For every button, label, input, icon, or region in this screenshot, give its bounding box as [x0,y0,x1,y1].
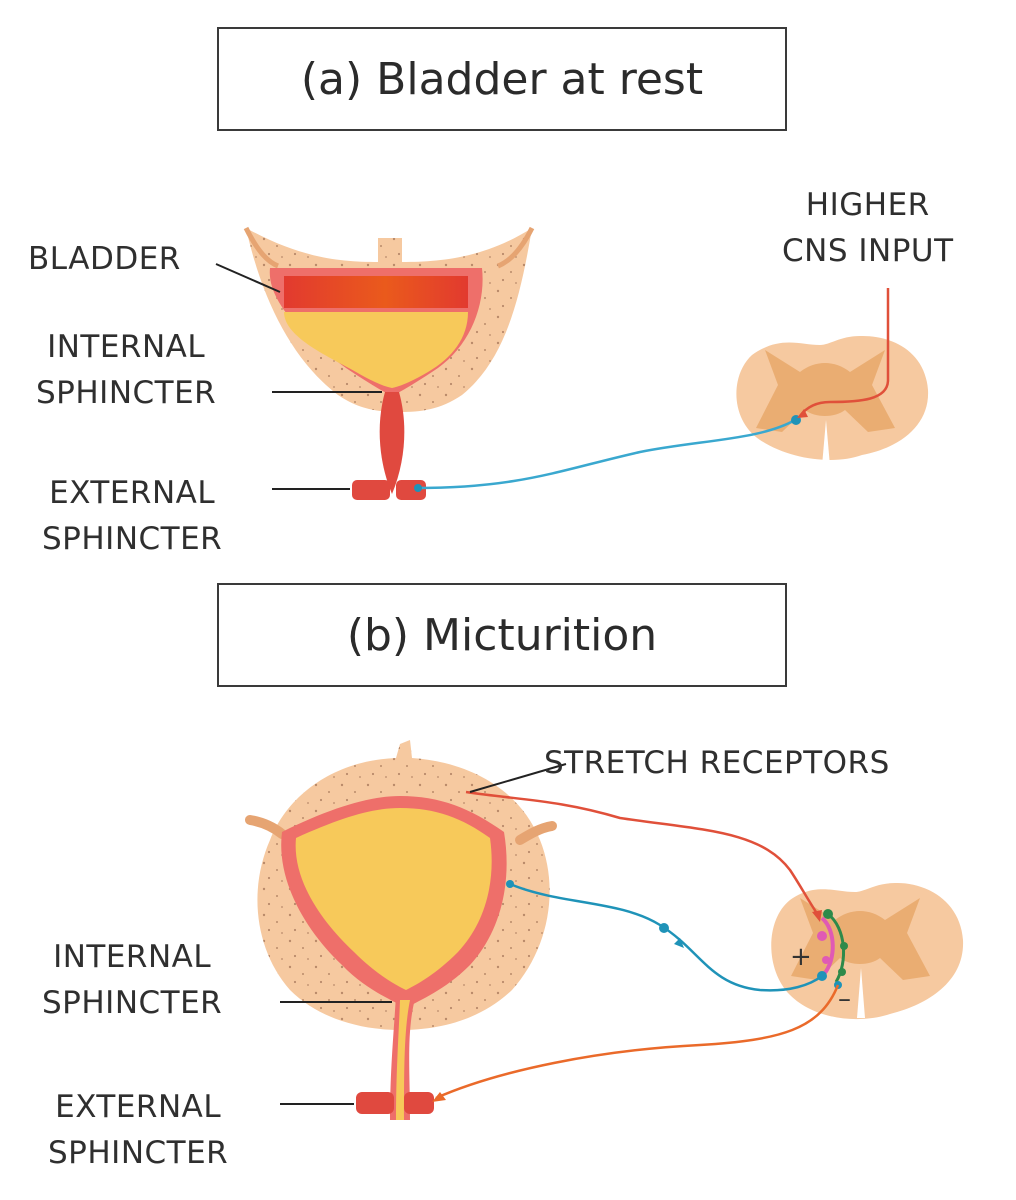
panel-b-parasympathetic-nerve [509,882,823,992]
panel-b-stretch-receptors-label: STRETCH RECEPTORS [544,745,890,781]
panel-b-bladder [245,740,557,1120]
panel-a-title: (a) Bladder at rest [217,27,787,131]
panel-a-motor-nerve [415,418,796,490]
panel-b-external-sphincter-right [404,1092,434,1114]
panel-b-internal-sphincter-label: INTERNAL SPHINCTER [42,939,223,1021]
panel-b-stretch-leader [469,763,567,793]
panel-b-excitatory-interneuron [820,916,835,976]
panel-a-external-sphincter-label: EXTERNAL SPHINCTER [42,475,223,557]
panel-a-bladder-lumen-upper [284,276,468,308]
panel-a-external-sphincter-left [352,480,390,500]
panel-b-external-sphincter-label: EXTERNAL SPHINCTER [48,1089,229,1171]
panel-b-urine [295,808,492,990]
panel-a-gray-matter [756,350,895,432]
panel-a-higher-cns-input-label: HIGHER CNS INPUT [782,187,954,269]
panel-b-inhibitory-sign: – [838,984,851,1014]
panel-a-urine [284,312,468,388]
panel-a-cns-input-nerve [799,288,890,417]
panel-b-inhibited-motor-nerve [435,984,840,1100]
panel-a-spinal-cord [736,335,929,466]
panel-a-external-sphincter-right [396,480,426,500]
panel-a-bladder [243,226,535,500]
panel-b-external-sphincter-left [356,1092,394,1114]
panel-b-title: (b) Micturition [217,583,787,687]
panel-a-internal-sphincter-label: INTERNAL SPHINCTER [36,329,217,411]
panel-a-bladder-label: BLADDER [28,241,181,277]
panel-a-nerve-ending [414,484,422,492]
panel-a-internal-sphincter [379,392,405,494]
panel-a-bladder-leader [215,263,281,293]
panel-b-excitatory-sign: + [790,942,812,972]
panel-b-sensory-nerve [465,790,820,916]
